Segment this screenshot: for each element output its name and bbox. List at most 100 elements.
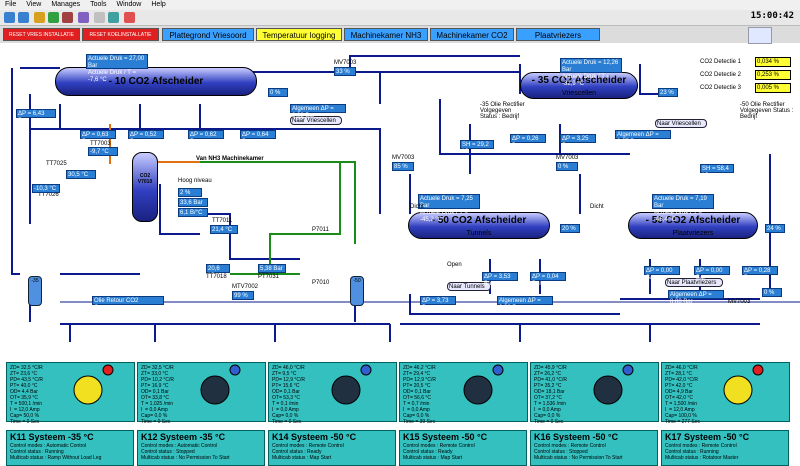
tt3-label: TT7026 [38, 192, 59, 198]
alarm-icon[interactable] [18, 12, 29, 23]
naar-vriescellen-button[interactable]: Naar Vriescellen [290, 116, 342, 125]
gas-detect-3-value: 0,005 % [755, 83, 791, 93]
clock: 15:00:42 [750, 11, 794, 21]
gas-detect-3-label: CO2 Detectie 3 [700, 85, 742, 91]
menu-tools[interactable]: Tools [90, 1, 107, 8]
dp-10: ΔP = 3,73 Bar [420, 296, 456, 311]
tab-co2[interactable]: Machinekamer CO2 [430, 28, 514, 41]
menu-file[interactable]: File [5, 1, 17, 8]
dp-12: ΔP = 0,00 Bar [694, 266, 730, 281]
dp-11: ΔP = 0,00 Bar [644, 266, 680, 281]
gas-detect-2-label: CO2 Detectie 2 [700, 72, 742, 78]
compressor-panel-k15[interactable]: ZD= 46,2 °C/R ZT= 29,4 °C PD= 12,9 °C/R … [399, 362, 528, 425]
compressor-panel-k12[interactable]: ZD= 32,5 °C/R ZT= 33,0 °C PD= 10,2 °C/R … [137, 362, 266, 425]
mv1-label: MV7003 [334, 60, 357, 66]
compressor-panel-k14[interactable]: ZD= 46,0 °C/R ZT= 9,5 °C PD= 12,9 °C/R P… [268, 362, 397, 425]
dp-6: ΔP = 0,26 Bar [510, 134, 546, 149]
reset-koel-button[interactable]: RESET KOELINSTALLATIE [82, 28, 159, 41]
open-label: Open [447, 262, 462, 268]
log-icon[interactable] [62, 12, 73, 23]
dp-9: ΔP = 0,04 Bar [530, 272, 566, 287]
mtv7002-label: MTV7002 [232, 284, 259, 290]
tank-2-value: 23 % [658, 88, 678, 97]
rectifier-50-label: -50 Olie Rectifier Volgegeven Status : B… [740, 102, 794, 120]
dp-3: ΔP = 0,52 Bar [128, 130, 164, 145]
sh-1: SH = 29,2 °C [460, 140, 494, 155]
pt1-label: TT7011 [212, 218, 233, 224]
tt3-value: -10,3 °C [32, 184, 60, 193]
tank-3-value: 20 % [560, 224, 580, 233]
mv3-label: MV7003 [556, 155, 579, 161]
alg-dp-4: Algemeen ΔP = 0,00 Bar [668, 290, 724, 305]
alg-dp-2: Algemeen ΔP = 2,67 Bar [615, 130, 671, 145]
level-value: 2 % [178, 188, 202, 197]
tab-temperatuur[interactable]: Temperatuur logging [256, 28, 342, 41]
sh-2: SH = 58,4 °C [700, 164, 734, 179]
dp-1: ΔP = 6,43 Bar [16, 109, 56, 124]
menu-view[interactable]: View [26, 1, 42, 8]
van-nh3-label: Van NH3 Machinekamer [196, 156, 264, 162]
print-icon[interactable] [78, 12, 89, 23]
user-icon[interactable] [34, 12, 45, 23]
tank-minus35: -35 [28, 276, 42, 306]
help-icon[interactable] [108, 12, 119, 23]
stop-icon[interactable] [124, 12, 135, 23]
tab-nh3[interactable]: Machinekamer NH3 [344, 28, 428, 41]
tt1-value: -9,7 °C [88, 147, 118, 156]
naar-vriescellen-button-2[interactable]: Naar Vriescellen [655, 119, 707, 128]
nav-bar: RESET VRIES INSTALLATIE RESET KOELINSTAL… [0, 26, 800, 44]
pt7031-label: PT7031 [258, 274, 280, 280]
tab-plaatvriezers[interactable]: Plaatvriezers [516, 28, 600, 41]
mv2-value: 85 % [392, 162, 414, 171]
dp-4: ΔP = 0,62 Bar [188, 130, 224, 145]
tab-plattegrond[interactable]: Plattegrond Vriesoord [162, 28, 254, 41]
vessel-co2-v7010[interactable]: CO2 V7010 [132, 152, 158, 222]
gas-detect-2-value: 0,253 % [755, 70, 791, 80]
dp-8: ΔP = 3,53 Bar [482, 272, 518, 287]
home-icon[interactable] [4, 12, 15, 23]
dp-2: ΔP = 0,63 Bar [80, 130, 116, 145]
tt7018-label: TT7018 [206, 274, 227, 280]
pt1-value: 21,4 °C [210, 225, 238, 234]
mv2-label: MV7003 [392, 155, 415, 161]
pressure-temp-value: 6,1 B/°C [178, 208, 208, 217]
settings-icon[interactable] [94, 12, 105, 23]
tank-minus50: -50 [350, 276, 364, 306]
logo-icon [748, 27, 772, 44]
pt7031-value: 5,38 Bar [258, 264, 286, 273]
compressor-panel-k17[interactable]: ZD= 46,0 °C/R ZT= 28,1 °C PD= 42,0 °C/R … [661, 362, 790, 425]
toolbar: 15:00:42 [0, 10, 800, 26]
alg-dp-1: Algemeen ΔP = 3,92 Bar [290, 104, 346, 119]
tank-1-value: 0 % [268, 88, 288, 97]
naar-tunnels-button[interactable]: Naar Tunnels [447, 282, 491, 291]
alg-dp-3: Algemeen ΔP = 2,96 Bar [497, 296, 553, 311]
menu-manages[interactable]: Manages [51, 1, 81, 8]
compressor-panel-k11[interactable]: ZD= 32,5 °C/R ZT= 23,6 °C PD= 43,5 °C/R … [6, 362, 135, 425]
compressor-panel-k16[interactable]: ZD= 45,9 °C/R ZT= 26,2 °C PD= 41,0 °C/R … [530, 362, 659, 425]
mv7003b-value: 0 % [762, 288, 782, 297]
reset-vries-button[interactable]: RESET VRIES INSTALLATIE [3, 28, 80, 41]
olie-retour-label: Olie Retour CO2 Compressoren [92, 296, 164, 311]
vessel-10-co2[interactable]: - 10 CO2 Afscheider [55, 67, 257, 96]
naar-plaatvriezers-button[interactable]: Naar Plaatvriezers [665, 278, 723, 287]
dp-7: ΔP = 3,25 Bar [560, 134, 596, 149]
menu-window[interactable]: Window [116, 1, 142, 8]
menu-help[interactable]: Help [151, 1, 166, 8]
users-icon[interactable] [48, 12, 59, 23]
tt7018-value: 20,6 °C [206, 264, 230, 279]
tank-4-value: 24 % [765, 224, 785, 233]
hoog-niveau-label: Hoog niveau [178, 178, 212, 184]
rectifier-35-label: -35 Olie Rectifier Volgegeven Status : B… [480, 102, 525, 120]
gas-detect-1-label: CO2 Detectie 1 [700, 59, 742, 65]
gas-detect-1-value: 0,034 % [755, 57, 791, 67]
